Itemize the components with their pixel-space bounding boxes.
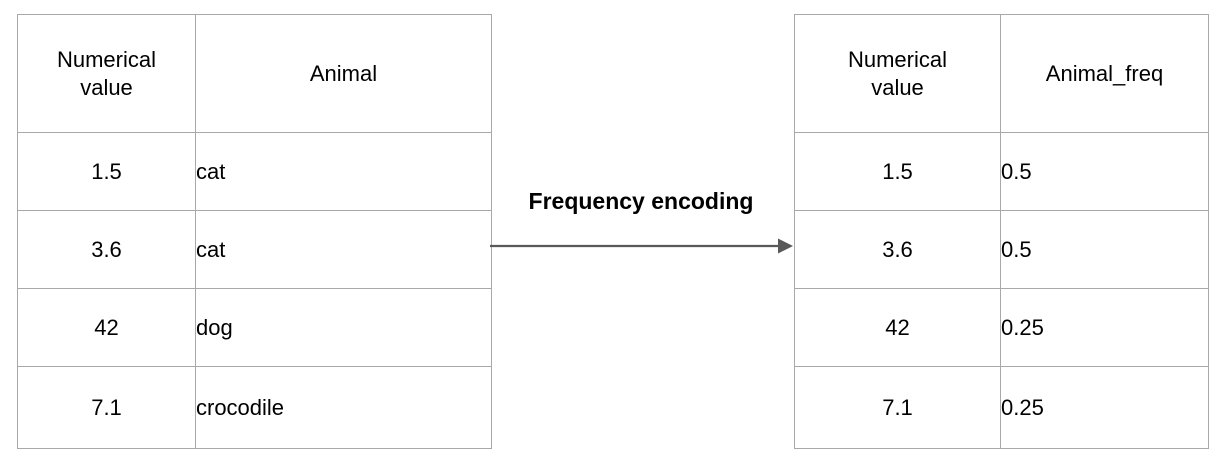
source-cell-numerical-value: 7.1	[17, 366, 196, 449]
result-header-numerical-value-line1: Numerical	[847, 46, 948, 72]
transformation-arrow-group: Frequency encoding	[488, 186, 798, 266]
result-header-numerical-value-line2: value	[871, 74, 924, 100]
source-header-numerical-value: Numerical value	[17, 14, 196, 133]
result-cell-numerical-value: 1.5	[794, 132, 1001, 211]
source-header-numerical-value-line1: Numerical	[56, 46, 157, 72]
result-table-header-row: Numerical value Animal_freq	[794, 14, 1209, 133]
source-header-animal: Animal	[195, 14, 492, 133]
table-row: 3.6 cat	[17, 210, 492, 289]
result-header-animal-freq: Animal_freq	[1000, 14, 1209, 133]
source-cell-animal: cat	[195, 210, 492, 289]
source-header-numerical-value-line2: value	[80, 74, 133, 100]
table-row: 1.5 cat	[17, 132, 492, 211]
source-table: Numerical value Animal 1.5 cat 3.6 cat 4…	[17, 14, 492, 449]
result-cell-numerical-value: 7.1	[794, 366, 1001, 449]
result-header-numerical-value: Numerical value	[794, 14, 1001, 133]
arrow-label: Frequency encoding	[528, 188, 754, 214]
source-cell-numerical-value: 42	[17, 288, 196, 367]
result-cell-animal-freq: 0.25	[1000, 288, 1209, 367]
source-header-animal-label: Animal	[309, 60, 378, 86]
source-cell-numerical-value: 1.5	[17, 132, 196, 211]
source-table-header-row: Numerical value Animal	[17, 14, 492, 133]
result-cell-numerical-value: 42	[794, 288, 1001, 367]
source-cell-numerical-value: 3.6	[17, 210, 196, 289]
table-row: 3.6 0.5	[794, 210, 1209, 289]
result-header-animal-freq-label: Animal_freq	[1045, 60, 1164, 86]
table-row: 42 dog	[17, 288, 492, 367]
table-row: 7.1 crocodile	[17, 366, 492, 449]
source-cell-animal: crocodile	[195, 366, 492, 449]
source-cell-animal: dog	[195, 288, 492, 367]
right-arrow-icon	[490, 238, 793, 254]
source-cell-animal: cat	[195, 132, 492, 211]
table-row: 1.5 0.5	[794, 132, 1209, 211]
table-row: 42 0.25	[794, 288, 1209, 367]
result-table: Numerical value Animal_freq 1.5 0.5 3.6 …	[794, 14, 1209, 449]
table-row: 7.1 0.25	[794, 366, 1209, 449]
result-cell-animal-freq: 0.5	[1000, 210, 1209, 289]
result-cell-animal-freq: 0.5	[1000, 132, 1209, 211]
result-cell-animal-freq: 0.25	[1000, 366, 1209, 449]
result-cell-numerical-value: 3.6	[794, 210, 1001, 289]
